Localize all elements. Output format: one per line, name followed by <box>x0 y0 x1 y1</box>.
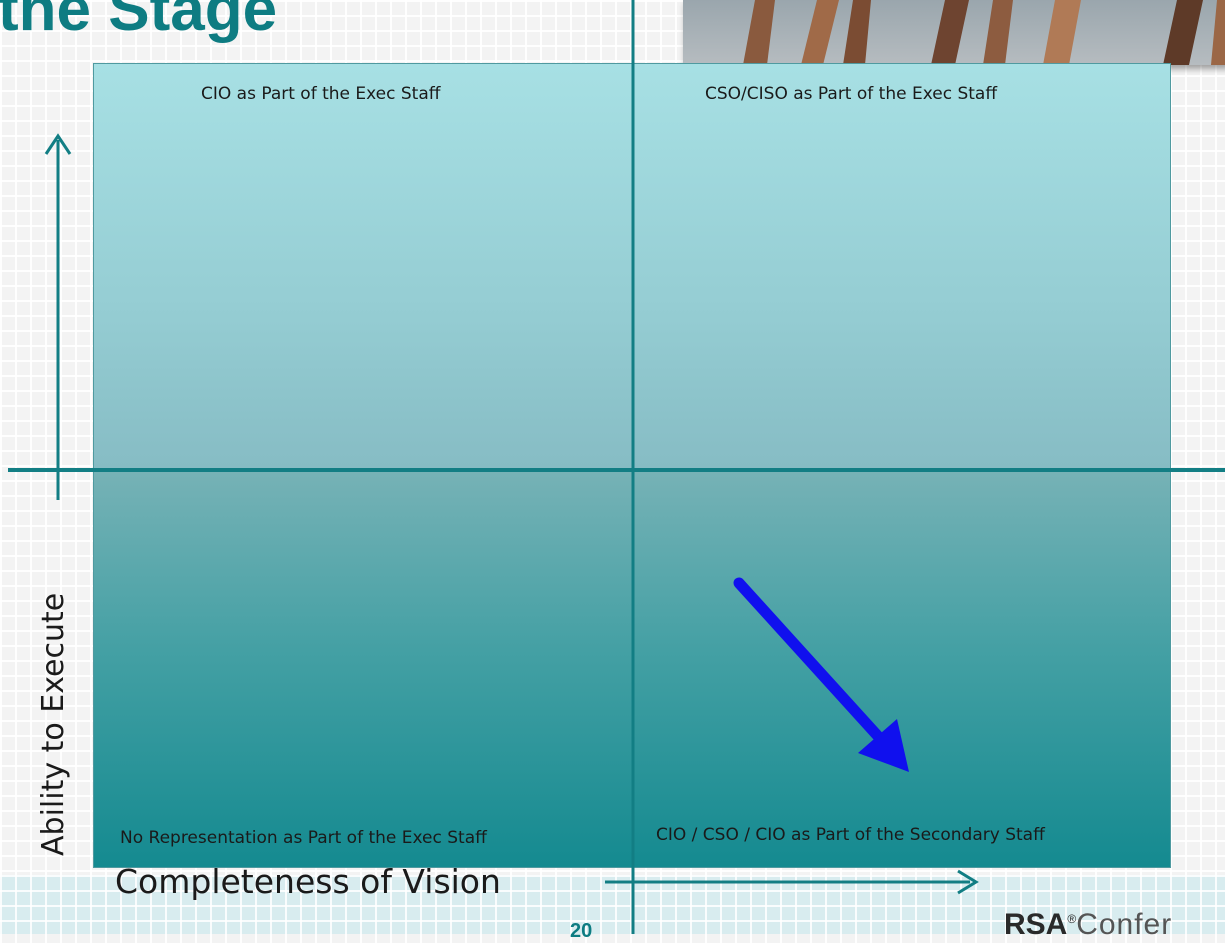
rsa-conference-logo: RSA®Confer <box>1004 908 1172 942</box>
quadrant-top-left: CIO as Part of the Exec Staff <box>93 63 633 471</box>
quadrant-label-top-left: CIO as Part of the Exec Staff <box>201 84 441 104</box>
trend-arrow <box>733 577 901 761</box>
page-number: 20 <box>570 920 593 942</box>
quadrant-label-top-right: CSO/CISO as Part of the Exec Staff <box>705 84 998 104</box>
slide-title: the Stage <box>0 0 278 44</box>
y-axis-label: Ability to Execute <box>36 592 71 856</box>
quadrant-top-right: CSO/CISO as Part of the Exec Staff <box>633 63 1171 471</box>
logo-mark: ® <box>1067 912 1077 926</box>
hands-photo <box>683 0 1225 65</box>
y-axis-arrowhead-icon <box>44 133 72 155</box>
quadrant-label-bottom-left: No Representation as Part of the Exec St… <box>120 828 487 848</box>
logo-bold-text: RSA <box>1004 908 1068 941</box>
x-axis-arrowhead-icon <box>957 869 979 895</box>
quadrant-label-bottom-right: CIO / CSO / CIO as Part of the Secondary… <box>656 825 1045 845</box>
x-axis-label: Completeness of Vision <box>115 862 501 901</box>
hands-illustration <box>743 0 1225 65</box>
trend-arrowhead-icon <box>858 719 909 772</box>
logo-light-text: Confer <box>1076 908 1173 941</box>
quadrant-bottom-right: CIO / CSO / CIO as Part of the Secondary… <box>633 471 1171 868</box>
background-band <box>0 875 1225 934</box>
